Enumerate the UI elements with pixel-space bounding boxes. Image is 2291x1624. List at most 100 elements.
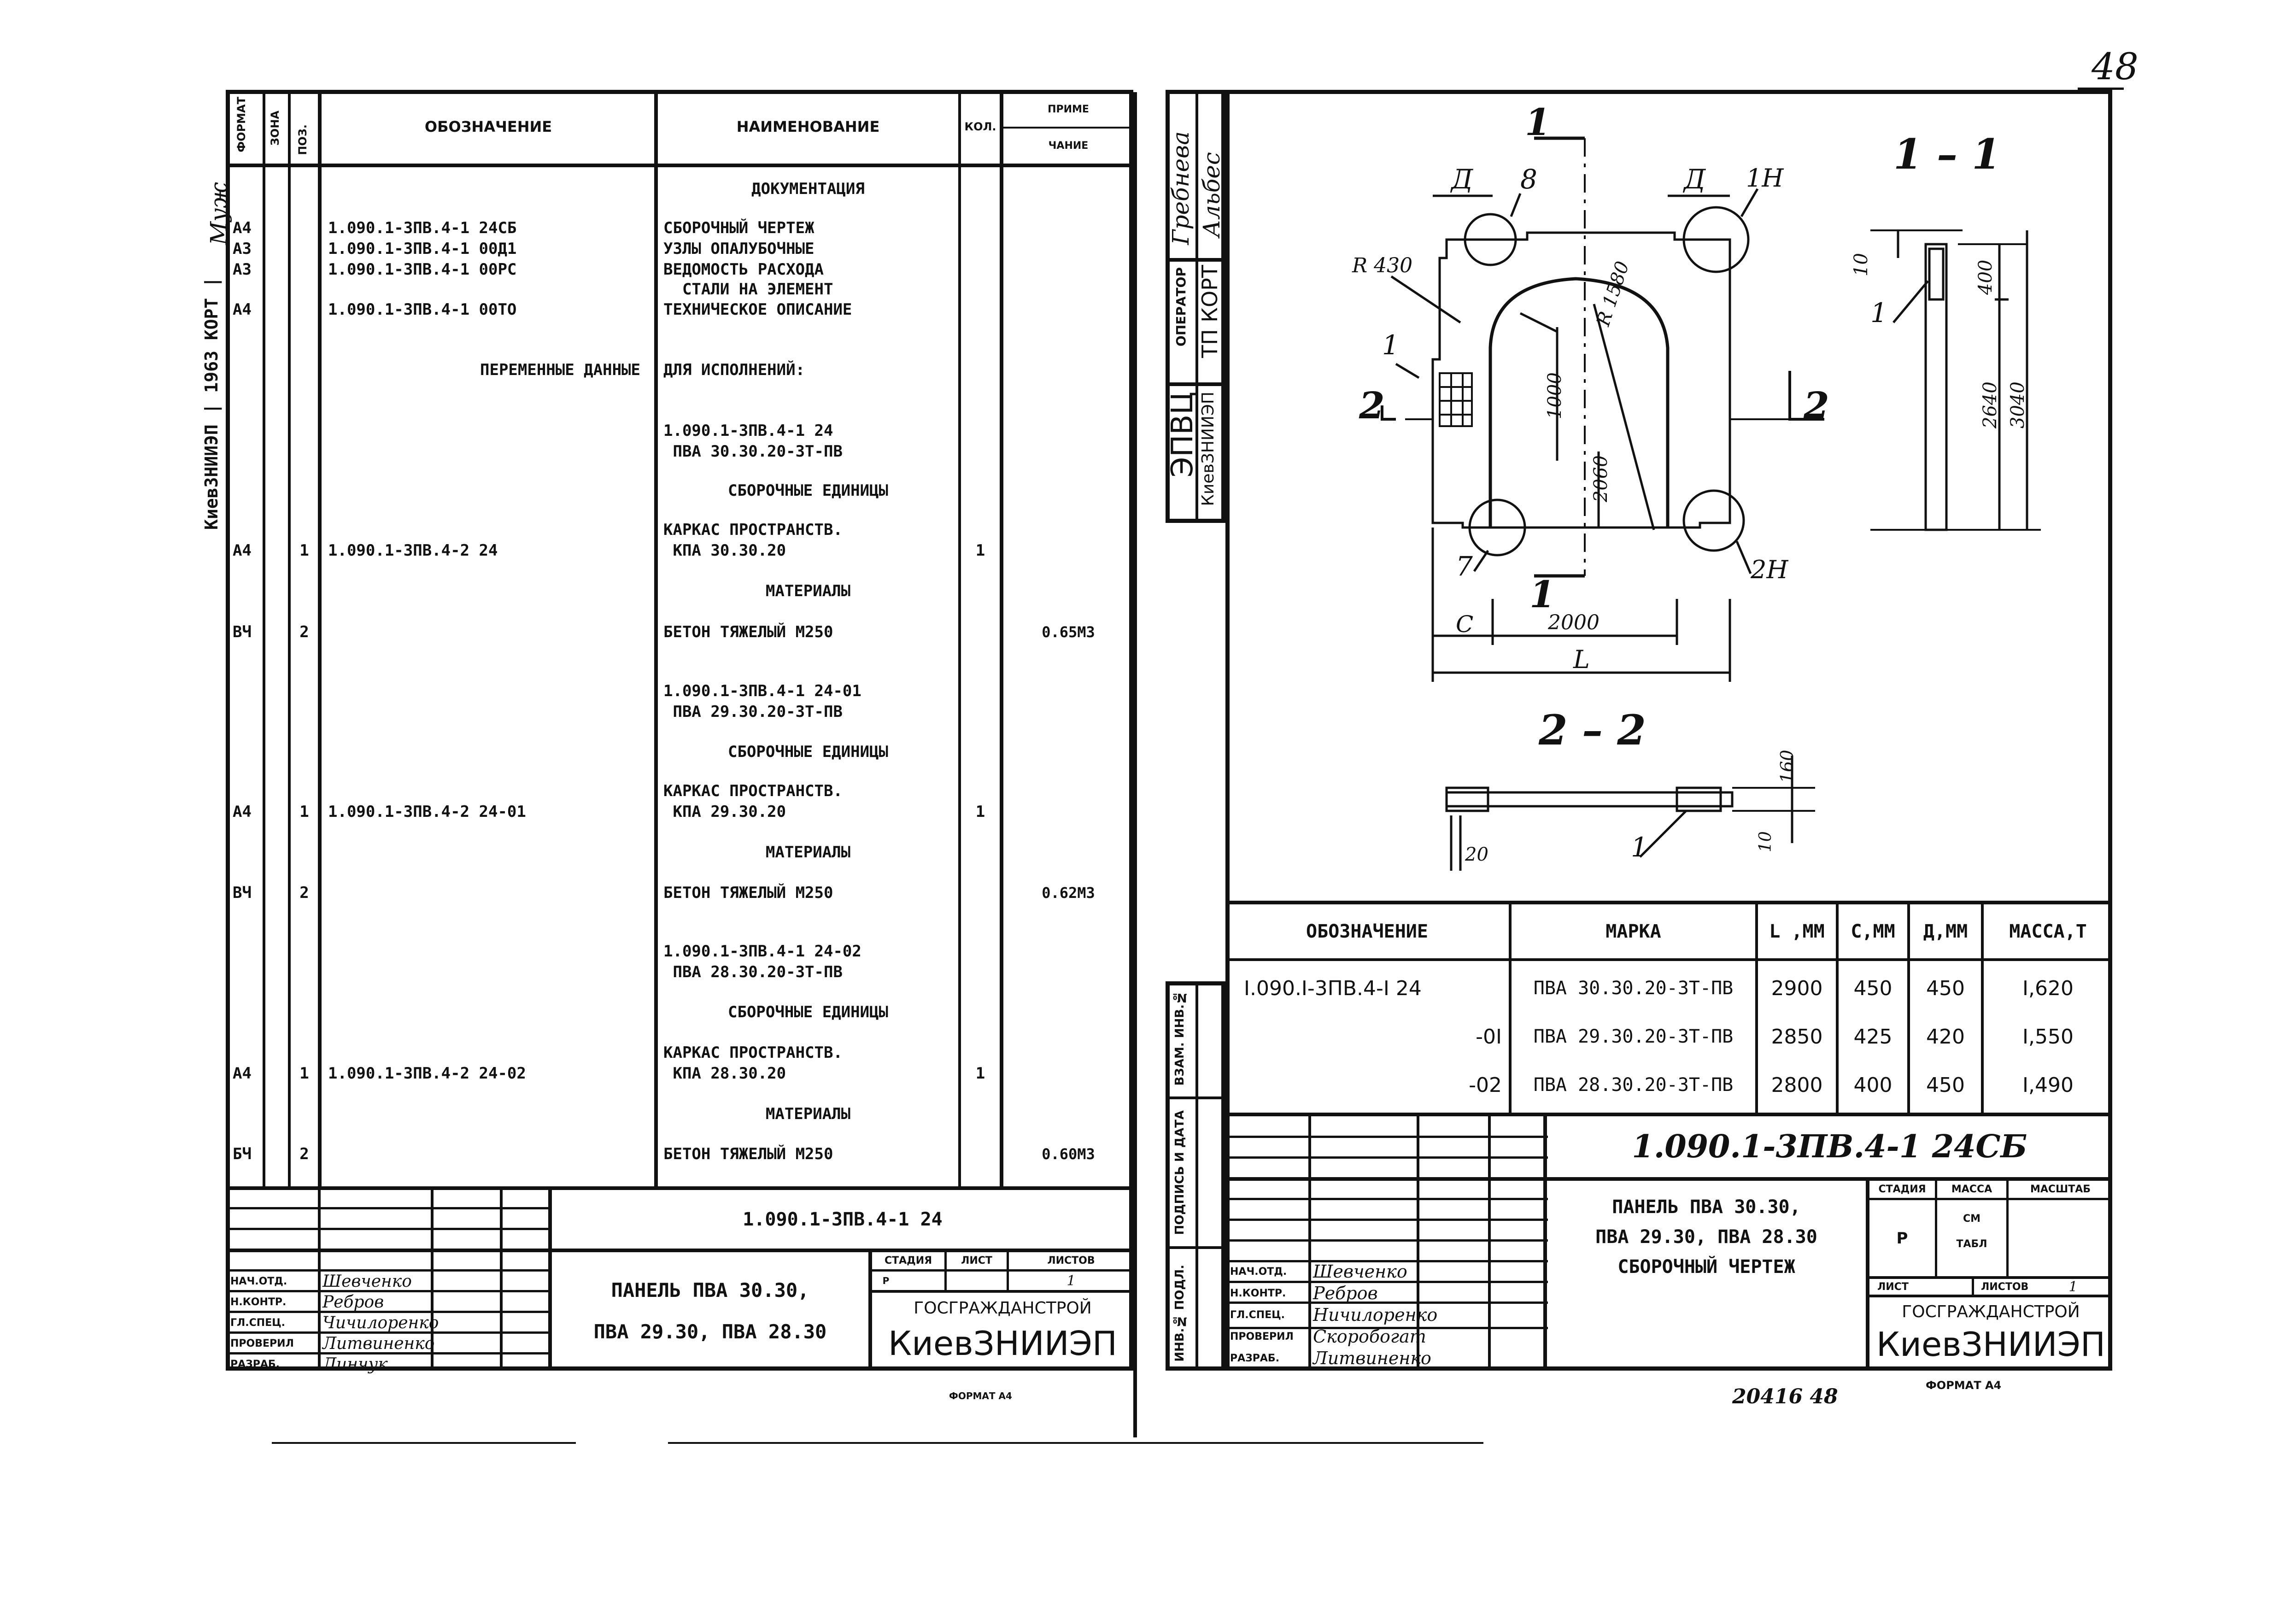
r-stamp-rule <box>1225 1281 1548 1283</box>
spec-row-designation: 1.090.1-3ПВ.4-2 24-02 <box>328 1064 526 1083</box>
left-stamp-sheets-h: ЛИСТОВ <box>1047 1255 1095 1266</box>
marks-table-bottom <box>1225 1113 2112 1116</box>
spec-row-note: 0.60М3 <box>1042 1145 1095 1163</box>
stamp-signer: Ребров <box>322 1292 384 1312</box>
r-stamp-col <box>1935 1177 1937 1276</box>
spec-row-name: КПА 30.30.20 <box>663 541 786 560</box>
callout-1n: 1Н <box>1746 164 1784 193</box>
right-stamp-sheet-h: ЛИСТ <box>1877 1281 1909 1293</box>
spec-row-designation: 1.090.1-3ПВ.4-1 00Д1 <box>328 240 517 258</box>
marks-table-cell: I.090.I-3ПВ.4-I 24 <box>1244 976 1422 1000</box>
stamp-rule <box>226 1290 548 1292</box>
spec-row-qty: 1 <box>975 1064 985 1083</box>
side-strip-rule <box>1166 1096 1225 1099</box>
spec-row-format: ВЧ <box>233 884 252 902</box>
left-stamp-stage: Р <box>882 1275 890 1286</box>
r-stamp-col <box>1543 1113 1547 1371</box>
right-main-frame <box>1225 90 2112 1371</box>
stamp-rule <box>226 1228 548 1230</box>
spec-row-qty: 1 <box>975 803 985 821</box>
marks-col <box>1981 901 1984 1113</box>
spec-row-designation: 1.090.1-3ПВ.4-1 00РС <box>328 260 517 279</box>
spec-row-name: КАРКАС ПРОСТРАНСТВ. <box>663 782 843 800</box>
spec-row-name: ТЕХНИЧЕСКОЕ ОПИСАНИЕ <box>663 300 852 319</box>
spec-row-format: А4 <box>233 300 252 319</box>
r-stamp-rule <box>1225 1136 1548 1138</box>
spec-row-name: БЕТОН ТЯЖЕЛЫЙ М250 <box>663 1145 833 1163</box>
left-stamp-title-2: ПВА 29.30, ПВА 28.30 <box>593 1320 827 1343</box>
left-stamp-stage-h: СТАДИЯ <box>884 1255 932 1266</box>
marks-col <box>1509 901 1512 1113</box>
left-stamp-sheet-h: ЛИСТ <box>961 1255 992 1266</box>
stamp-role: НАЧ.ОТД. <box>1230 1266 1287 1278</box>
right-stamp-sheets-h: ЛИСТОВ <box>1981 1281 2029 1293</box>
label-dim-160: 160 <box>1777 750 1797 783</box>
marks-header-cell: Д,ММ <box>1923 920 1968 942</box>
stamp-role: ПРОВЕРИЛ <box>230 1337 294 1349</box>
spec-row-name: 1.090.1-3ПВ.4-1 24 <box>663 422 833 440</box>
callout-7: 7 <box>1456 551 1473 582</box>
r-stamp-rule <box>1225 1260 1548 1262</box>
stamp-signer: Литвиненко <box>322 1334 435 1353</box>
right-stamp-title-3: СБОРОЧНЫЙ ЧЕРТЕЖ <box>1617 1256 1795 1278</box>
stamp-signer: Литвиненко <box>1313 1348 1431 1368</box>
label-section-2-left: 2 <box>1359 384 1385 427</box>
callout-1-section: 1 <box>1870 297 1887 328</box>
spec-row-name: ВЕДОМОСТЬ РАСХОДА <box>663 260 824 279</box>
marks-header-cell: L ,ММ <box>1769 920 1825 942</box>
left-stamp-org-1: ГОСГРАЖДАНСТРОЙ <box>914 1299 1092 1318</box>
spec-col-line <box>288 90 291 1186</box>
marks-table-cell: ПВА 29.30.20-3Т-ПВ <box>1533 1026 1734 1047</box>
label-section-1-bottom: 1 <box>1529 573 1555 616</box>
right-stamp-stage-h: СТАДИЯ <box>1878 1184 1926 1195</box>
spec-row-format: ВЧ <box>233 623 252 641</box>
spec-row-pos: 1 <box>299 803 309 821</box>
r-stamp-rule <box>1866 1295 2112 1297</box>
spec-row-format: А3 <box>233 240 252 258</box>
right-stamp-title-2: ПВА 29.30, ПВА 28.30 <box>1595 1226 1817 1248</box>
stamp-rule <box>226 1249 1133 1252</box>
spec-row-name: УЗЛЫ ОПАЛУБОЧНЫЕ <box>663 240 814 258</box>
stamp-role: НАЧ.ОТД. <box>230 1275 287 1287</box>
insert-hatch <box>1439 372 1473 427</box>
spec-row-name: 1.090.1-3ПВ.4-1 24-02 <box>663 942 861 961</box>
header-designation: ОБОЗНАЧЕНИЕ <box>424 118 552 135</box>
r-stamp-col <box>1417 1113 1419 1371</box>
page-number-underline <box>2078 88 2124 90</box>
stamp-rule <box>226 1331 548 1334</box>
marks-table-cell: -0I <box>1476 1025 1502 1049</box>
spec-row-format: А4 <box>233 541 252 560</box>
stamp-role: РАЗРАБ. <box>230 1358 280 1370</box>
spec-note-header-rule <box>1000 127 1133 129</box>
right-stamp-code: 1.090.1-3ПВ.4-1 24СБ <box>1632 1128 2027 1165</box>
spec-row-name: БЕТОН ТЯЖЕЛЫЙ М250 <box>663 623 833 641</box>
spec-row-note: 0.65М3 <box>1042 623 1095 641</box>
stamp-role: РАЗРАБ. <box>1230 1352 1280 1364</box>
stamp-signer: Ничилоренко <box>1313 1305 1438 1325</box>
spec-row-name: СТАЛИ НА ЭЛЕМЕНТ <box>663 280 833 299</box>
spec-row-name: ПВА 30.30.20-3Т-ПВ <box>663 442 843 461</box>
right-stamp-org-1: ГОСГРАЖДАНСТРОЙ <box>1902 1302 2080 1321</box>
spec-row-name: КАРКАС ПРОСТРАНСТВ. <box>663 1044 843 1062</box>
stamp-rule <box>226 1269 548 1272</box>
spec-row-designation: 1.090.1-3ПВ.4-2 24-01 <box>328 803 526 821</box>
stamp-rule <box>868 1290 1133 1293</box>
r-stamp-rule <box>1225 1177 2112 1181</box>
spec-row-format: А4 <box>233 803 252 821</box>
stamp-col <box>500 1186 503 1371</box>
right-stamp-mass-2: ТАБЛ <box>1956 1238 1987 1250</box>
right-stamp-org-2: КиевЗНИИЭП <box>1876 1325 2106 1364</box>
spec-row-pos: 1 <box>299 1064 309 1083</box>
spec-col-line <box>958 90 961 1186</box>
spec-row-pos: 1 <box>299 541 309 560</box>
r-stamp-rule <box>1225 1113 1548 1115</box>
stamp-role: ГЛ.СПЕЦ. <box>1230 1309 1285 1321</box>
spec-row-name: 1.090.1-3ПВ.4-1 24-01 <box>663 682 861 700</box>
r-stamp-rule <box>1225 1239 1548 1242</box>
spec-row-pos: 2 <box>299 1145 309 1163</box>
marks-table-header-rule <box>1225 958 2112 961</box>
spec-row-name: ПВА 29.30.20-3Т-ПВ <box>663 703 843 721</box>
spec-header-rule <box>226 164 1133 167</box>
spec-row-qty: 1 <box>975 541 985 560</box>
panel-outline <box>1431 231 1731 529</box>
